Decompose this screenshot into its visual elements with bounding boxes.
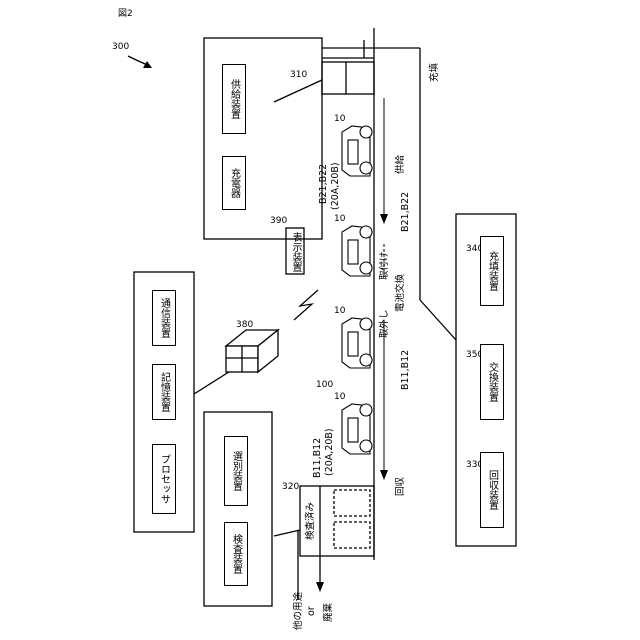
processor-box: プロセッサ xyxy=(152,444,176,514)
inspected-label: 検査済み xyxy=(302,502,316,540)
vehicle-ref-3: 10 xyxy=(334,306,345,316)
sorting-device-box: 選別装置 xyxy=(224,436,248,506)
display-label: 表示装置 xyxy=(290,232,301,272)
collection-device-label: 回収装置 xyxy=(487,470,498,510)
exchange-device-label: 交換装置 xyxy=(487,362,498,402)
storage-device-box: 記憶装置 xyxy=(152,364,176,420)
vehicle-ref-1: 10 xyxy=(334,114,345,124)
vehicle-4 xyxy=(342,404,372,454)
figure-label: 図2 xyxy=(118,6,133,19)
attach-flow-label: 取付け xyxy=(376,251,390,280)
display-ref: 390 xyxy=(270,216,287,226)
charge-flow-label: 充填 xyxy=(426,63,440,82)
inspection-device-label: 検査装置 xyxy=(231,534,242,574)
vehicle-1 xyxy=(342,126,372,176)
storage-device-label: 記憶装置 xyxy=(159,372,170,412)
battery-exchange-label: 電池交換 xyxy=(392,274,406,312)
processor-label: プロセッサ xyxy=(159,454,170,504)
supply-station-ref: 310 xyxy=(290,70,307,80)
comm-device-box: 通信装置 xyxy=(152,290,176,346)
vehicle-2 xyxy=(342,226,372,276)
comm-device-label: 通信装置 xyxy=(159,298,170,338)
vehicle-ref-2: 10 xyxy=(334,214,345,224)
old-battery-sub-bottom: (20A,20B) xyxy=(324,428,335,476)
station-ref: 100 xyxy=(316,380,333,390)
charger-label: 充電器 xyxy=(229,168,240,198)
new-battery-label-right: B21,B22 xyxy=(400,192,411,232)
sorting-device-label: 選別装置 xyxy=(231,451,242,491)
supply-device-box: 供給装置 xyxy=(222,64,246,134)
collect-flow-label: 回収 xyxy=(392,477,406,496)
inspection-station-ref: 320 xyxy=(282,482,299,492)
new-battery-label-top: B21,B22 xyxy=(318,164,329,204)
supply-flow-label: 供給 xyxy=(392,155,406,174)
dispose-label: 廃棄 xyxy=(320,603,334,622)
old-battery-label-right: B11,B12 xyxy=(400,350,411,390)
filling-device-label: 充填装置 xyxy=(487,251,498,291)
filling-device-box: 充填装置 xyxy=(480,236,504,306)
inspection-device-box: 検査装置 xyxy=(224,522,248,586)
supply-device-label: 供給装置 xyxy=(229,79,240,119)
system-ref: 300 xyxy=(112,42,129,52)
or-label: or xyxy=(306,606,317,616)
charger-box: 充電器 xyxy=(222,156,246,210)
other-use-label: 他の用途 xyxy=(290,592,304,630)
comm-server-ref: 380 xyxy=(236,320,253,330)
new-battery-sub-top: (20A,20B) xyxy=(330,162,341,210)
exchange-device-box: 交換装置 xyxy=(480,344,504,420)
old-battery-label-bottom: B11,B12 xyxy=(312,438,323,478)
vehicle-3 xyxy=(342,318,372,368)
vehicle-ref-4: 10 xyxy=(334,392,345,402)
detach-flow-label: 取外し xyxy=(376,309,390,338)
collection-device-box: 回収装置 xyxy=(480,452,504,528)
